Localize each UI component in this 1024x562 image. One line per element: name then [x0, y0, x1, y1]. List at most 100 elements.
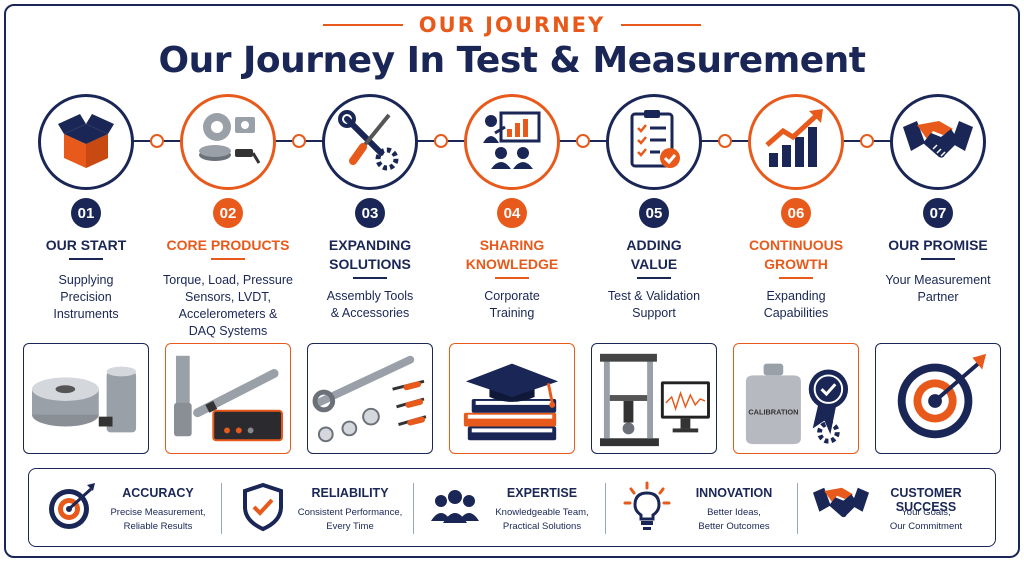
step-title-line: OUR START	[45, 237, 127, 253]
value-item-reliability: RELIABILITY Consistent Performance,Every …	[221, 469, 413, 548]
value-description-line: Better Outcomes	[698, 521, 770, 532]
connector-dot	[434, 134, 448, 148]
step-title: OUR PROMISE	[867, 236, 1009, 255]
load-cell-sensors-image	[23, 343, 149, 454]
step-description-line: Capabilities	[763, 306, 829, 320]
eyebrow-text: OUR JOURNEY	[418, 13, 606, 37]
step-description-line: Precision	[60, 290, 112, 304]
connector-dot	[150, 134, 164, 148]
step-title-line: EXPANDING	[328, 237, 412, 253]
value-description-line: Consistent Performance,	[297, 507, 403, 518]
step-divider	[495, 277, 529, 279]
step-title-line: SHARING	[479, 237, 545, 253]
step-description-line: Sensors, LVDT,	[185, 290, 271, 304]
step-title-line: GROWTH	[764, 256, 828, 272]
step-divider	[211, 258, 245, 260]
step-6-icon-circle	[748, 94, 844, 190]
step-description-line: & Accessories	[330, 306, 410, 320]
step-number: 01	[71, 198, 101, 228]
step-number: 07	[923, 198, 953, 228]
value-description-line: Our Commitment	[889, 521, 963, 532]
checklist-icon	[624, 108, 684, 177]
step-description-line: Partner	[917, 290, 959, 304]
value-description-line: Reliable Results	[123, 521, 193, 532]
step-title: CONTINUOUS GROWTH	[725, 236, 867, 274]
step-title-line: CORE PRODUCTS	[166, 237, 290, 253]
step-description-line: Corporate	[484, 289, 540, 303]
step-divider	[779, 277, 813, 279]
value-separator	[413, 483, 414, 534]
open-box-icon	[56, 110, 116, 175]
value-separator	[221, 483, 222, 534]
presentation-icon	[479, 107, 545, 178]
value-description: Better Ideas, Better Outcomes	[677, 506, 791, 534]
connector-dot	[576, 134, 590, 148]
tools-icon	[337, 107, 403, 178]
step-number: 05	[639, 198, 669, 228]
value-description-line: Your Goals,	[901, 507, 951, 518]
step-title-line: SOLUTIONS	[329, 256, 411, 272]
value-description-line: Knowledgeable Team,	[495, 507, 589, 518]
value-description: Consistent Performance,Every Time	[293, 506, 407, 534]
step-title-line: ADDING	[626, 237, 682, 253]
graduation-books-image	[449, 343, 575, 454]
step-description-line: Supplying	[58, 273, 114, 287]
value-title: RELIABILITY	[311, 486, 389, 500]
eyebrow: OUR JOURNEY	[0, 12, 1024, 38]
handshake-icon	[813, 481, 869, 533]
step-title-line: VALUE	[630, 256, 678, 272]
step-title: CORE PRODUCTS	[157, 236, 299, 255]
step-divider	[921, 258, 955, 260]
step-divider	[353, 277, 387, 279]
value-separator	[605, 483, 606, 534]
value-description-line: Better Ideas,	[707, 507, 761, 518]
step-description-line: Accelerometers &	[178, 307, 278, 321]
target-image	[875, 343, 1001, 454]
step-number: 02	[213, 198, 243, 228]
calibration-label: CALIBRATION	[748, 408, 798, 417]
step-description-line: Support	[632, 306, 676, 320]
connector-dot	[718, 134, 732, 148]
step-title: OUR START	[15, 236, 157, 255]
sensors-daq-image	[165, 343, 291, 454]
sensors-icon	[195, 107, 261, 178]
page-title: Our Journey In Test & Measurement	[158, 40, 866, 81]
step-1-icon-circle	[38, 94, 134, 190]
eyebrow-line-right	[621, 24, 702, 26]
step-4-icon-circle	[464, 94, 560, 190]
value-description: Precise Measurement, Reliable Results	[101, 506, 215, 534]
step-divider	[69, 258, 103, 260]
step-description-line: Your Measurement	[885, 273, 991, 287]
step-title: EXPANDING SOLUTIONS	[299, 236, 441, 274]
value-description-line: Practical Solutions	[502, 521, 582, 532]
step-description: Assembly Tools& Accessories	[299, 288, 441, 322]
step-title-line: CONTINUOUS	[748, 237, 844, 253]
value-description: Knowledgeable Team, Practical Solutions	[485, 506, 599, 534]
step-description-line: Torque, Load, Pressure	[163, 273, 293, 287]
value-description-line: Precise Measurement,	[110, 507, 206, 518]
connector-dot	[292, 134, 306, 148]
target-icon	[45, 481, 97, 533]
calibration-weight-image: CALIBRATION	[733, 343, 859, 454]
step-number: 04	[497, 198, 527, 228]
step-description-line: Test & Validation	[607, 289, 701, 303]
step-description-line: Training	[489, 306, 535, 320]
step-title-line: OUR PROMISE	[888, 237, 988, 253]
step-number: 03	[355, 198, 385, 228]
value-title: CUSTOMER SUCCESS	[890, 486, 962, 514]
step-number: 06	[781, 198, 811, 228]
growth-chart-icon	[763, 107, 829, 178]
step-5-icon-circle	[606, 94, 702, 190]
tools-accessories-image	[307, 343, 433, 454]
step-description-line: DAQ Systems	[188, 324, 268, 338]
